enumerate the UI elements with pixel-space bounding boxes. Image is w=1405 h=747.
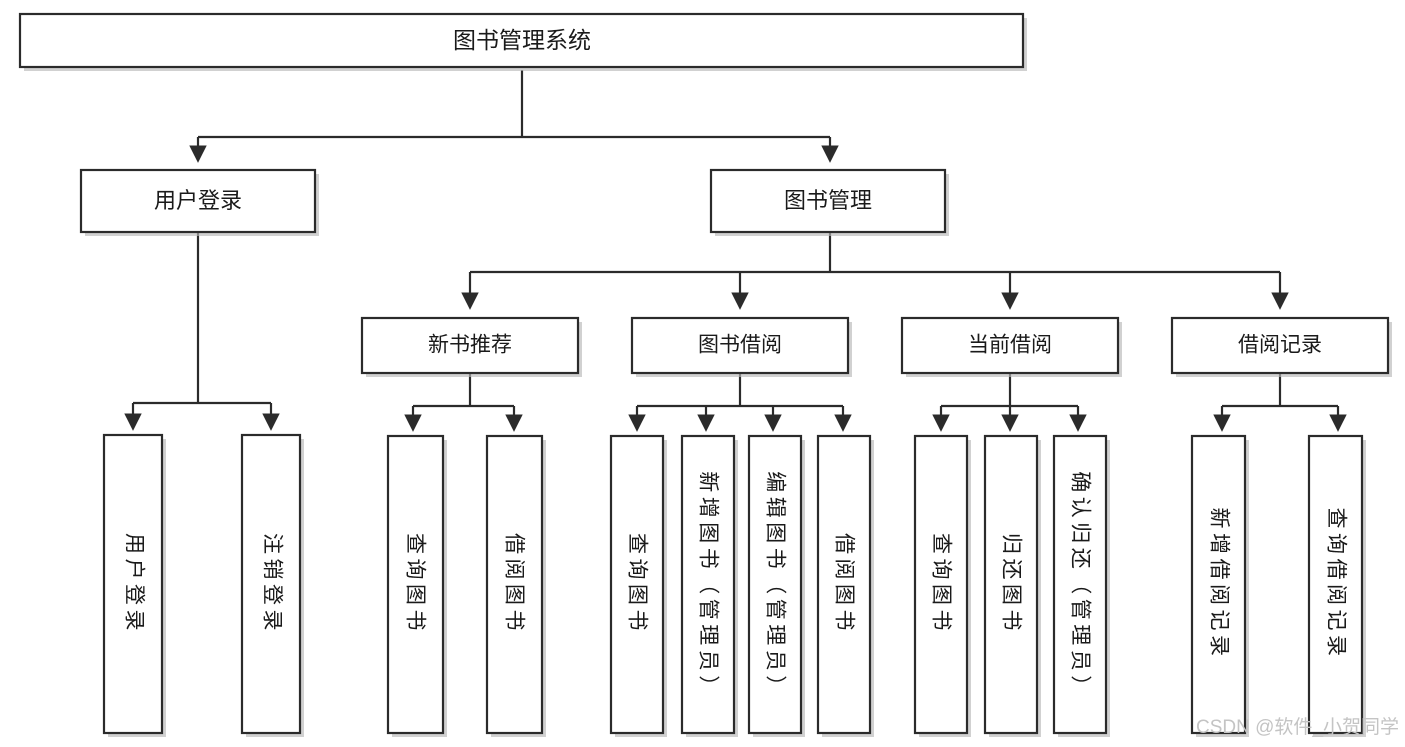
node-current-borrow-label: 当前借阅 — [968, 334, 1052, 357]
leaf-new-book-2[interactable]: 借阅图书 — [485, 434, 546, 737]
connector-borrow-record-to-leaves — [1213, 374, 1347, 432]
leaf-book-borrow-4-label: 借阅图书 — [832, 533, 855, 635]
connector-root-to-level2 — [189, 70, 839, 163]
leaf-current-borrow-2[interactable]: 归还图书 — [983, 434, 1041, 737]
leaf-current-borrow-2-label: 归还图书 — [999, 533, 1022, 635]
leaf-user-login-1[interactable]: 用户登录 — [102, 433, 166, 737]
node-new-book-recommend-label: 新书推荐 — [428, 334, 512, 357]
node-book-manage[interactable]: 图书管理 — [709, 168, 949, 236]
leaf-current-borrow-1[interactable]: 查询图书 — [913, 434, 971, 737]
node-current-borrow[interactable]: 当前借阅 — [900, 316, 1122, 377]
node-root-system[interactable]: 图书管理系统 — [18, 12, 1027, 71]
node-book-borrow-label: 图书借阅 — [698, 334, 782, 357]
leaf-book-borrow-4[interactable]: 借阅图书 — [816, 434, 874, 737]
connector-user-login-to-leaves — [124, 233, 280, 431]
leaf-book-borrow-1[interactable]: 查询图书 — [609, 434, 667, 737]
leaf-current-borrow-3-label: 确认归还（管理员） — [1068, 471, 1091, 701]
node-borrow-record-label: 借阅记录 — [1238, 334, 1322, 357]
leaf-borrow-record-2-label: 查询借阅记录 — [1324, 508, 1347, 661]
leaf-new-book-1-label: 查询图书 — [403, 533, 426, 635]
leaf-user-login-2[interactable]: 注销登录 — [240, 433, 304, 737]
leaf-borrow-record-1[interactable]: 新增借阅记录 — [1190, 434, 1249, 737]
node-user-login[interactable]: 用户登录 — [79, 168, 319, 236]
leaf-current-borrow-1-label: 查询图书 — [929, 533, 952, 635]
leaf-borrow-record-2[interactable]: 查询借阅记录 — [1307, 434, 1366, 737]
leaf-book-borrow-2-label: 新增图书（管理员） — [696, 471, 719, 701]
leaf-book-borrow-1-label: 查询图书 — [625, 533, 648, 635]
watermark-text: CSDN @软件_小贺同学 — [1196, 716, 1399, 738]
node-borrow-record[interactable]: 借阅记录 — [1170, 316, 1392, 377]
node-user-login-label: 用户登录 — [154, 188, 242, 213]
leaf-user-login-2-label: 注销登录 — [260, 533, 283, 635]
leaf-book-borrow-3[interactable]: 编辑图书（管理员） — [747, 434, 805, 737]
connector-new-book-to-leaves — [404, 374, 523, 432]
node-book-borrow[interactable]: 图书借阅 — [630, 316, 852, 377]
node-root-label: 图书管理系统 — [453, 27, 591, 53]
connector-book-manage-to-level3 — [461, 233, 1289, 310]
leaf-current-borrow-3[interactable]: 确认归还（管理员） — [1052, 434, 1110, 737]
node-book-manage-label: 图书管理 — [784, 188, 872, 213]
leaf-book-borrow-2[interactable]: 新增图书（管理员） — [680, 434, 738, 737]
leaf-book-borrow-3-label: 编辑图书（管理员） — [763, 471, 786, 701]
leaf-borrow-record-1-label: 新增借阅记录 — [1207, 508, 1230, 661]
connector-book-borrow-to-leaves — [628, 374, 852, 432]
leaf-user-login-1-label: 用户登录 — [122, 533, 145, 635]
leaf-new-book-1[interactable]: 查询图书 — [386, 434, 447, 737]
node-new-book-recommend[interactable]: 新书推荐 — [360, 316, 582, 377]
connector-current-borrow-to-leaves — [932, 374, 1087, 432]
leaf-new-book-2-label: 借阅图书 — [502, 533, 525, 635]
